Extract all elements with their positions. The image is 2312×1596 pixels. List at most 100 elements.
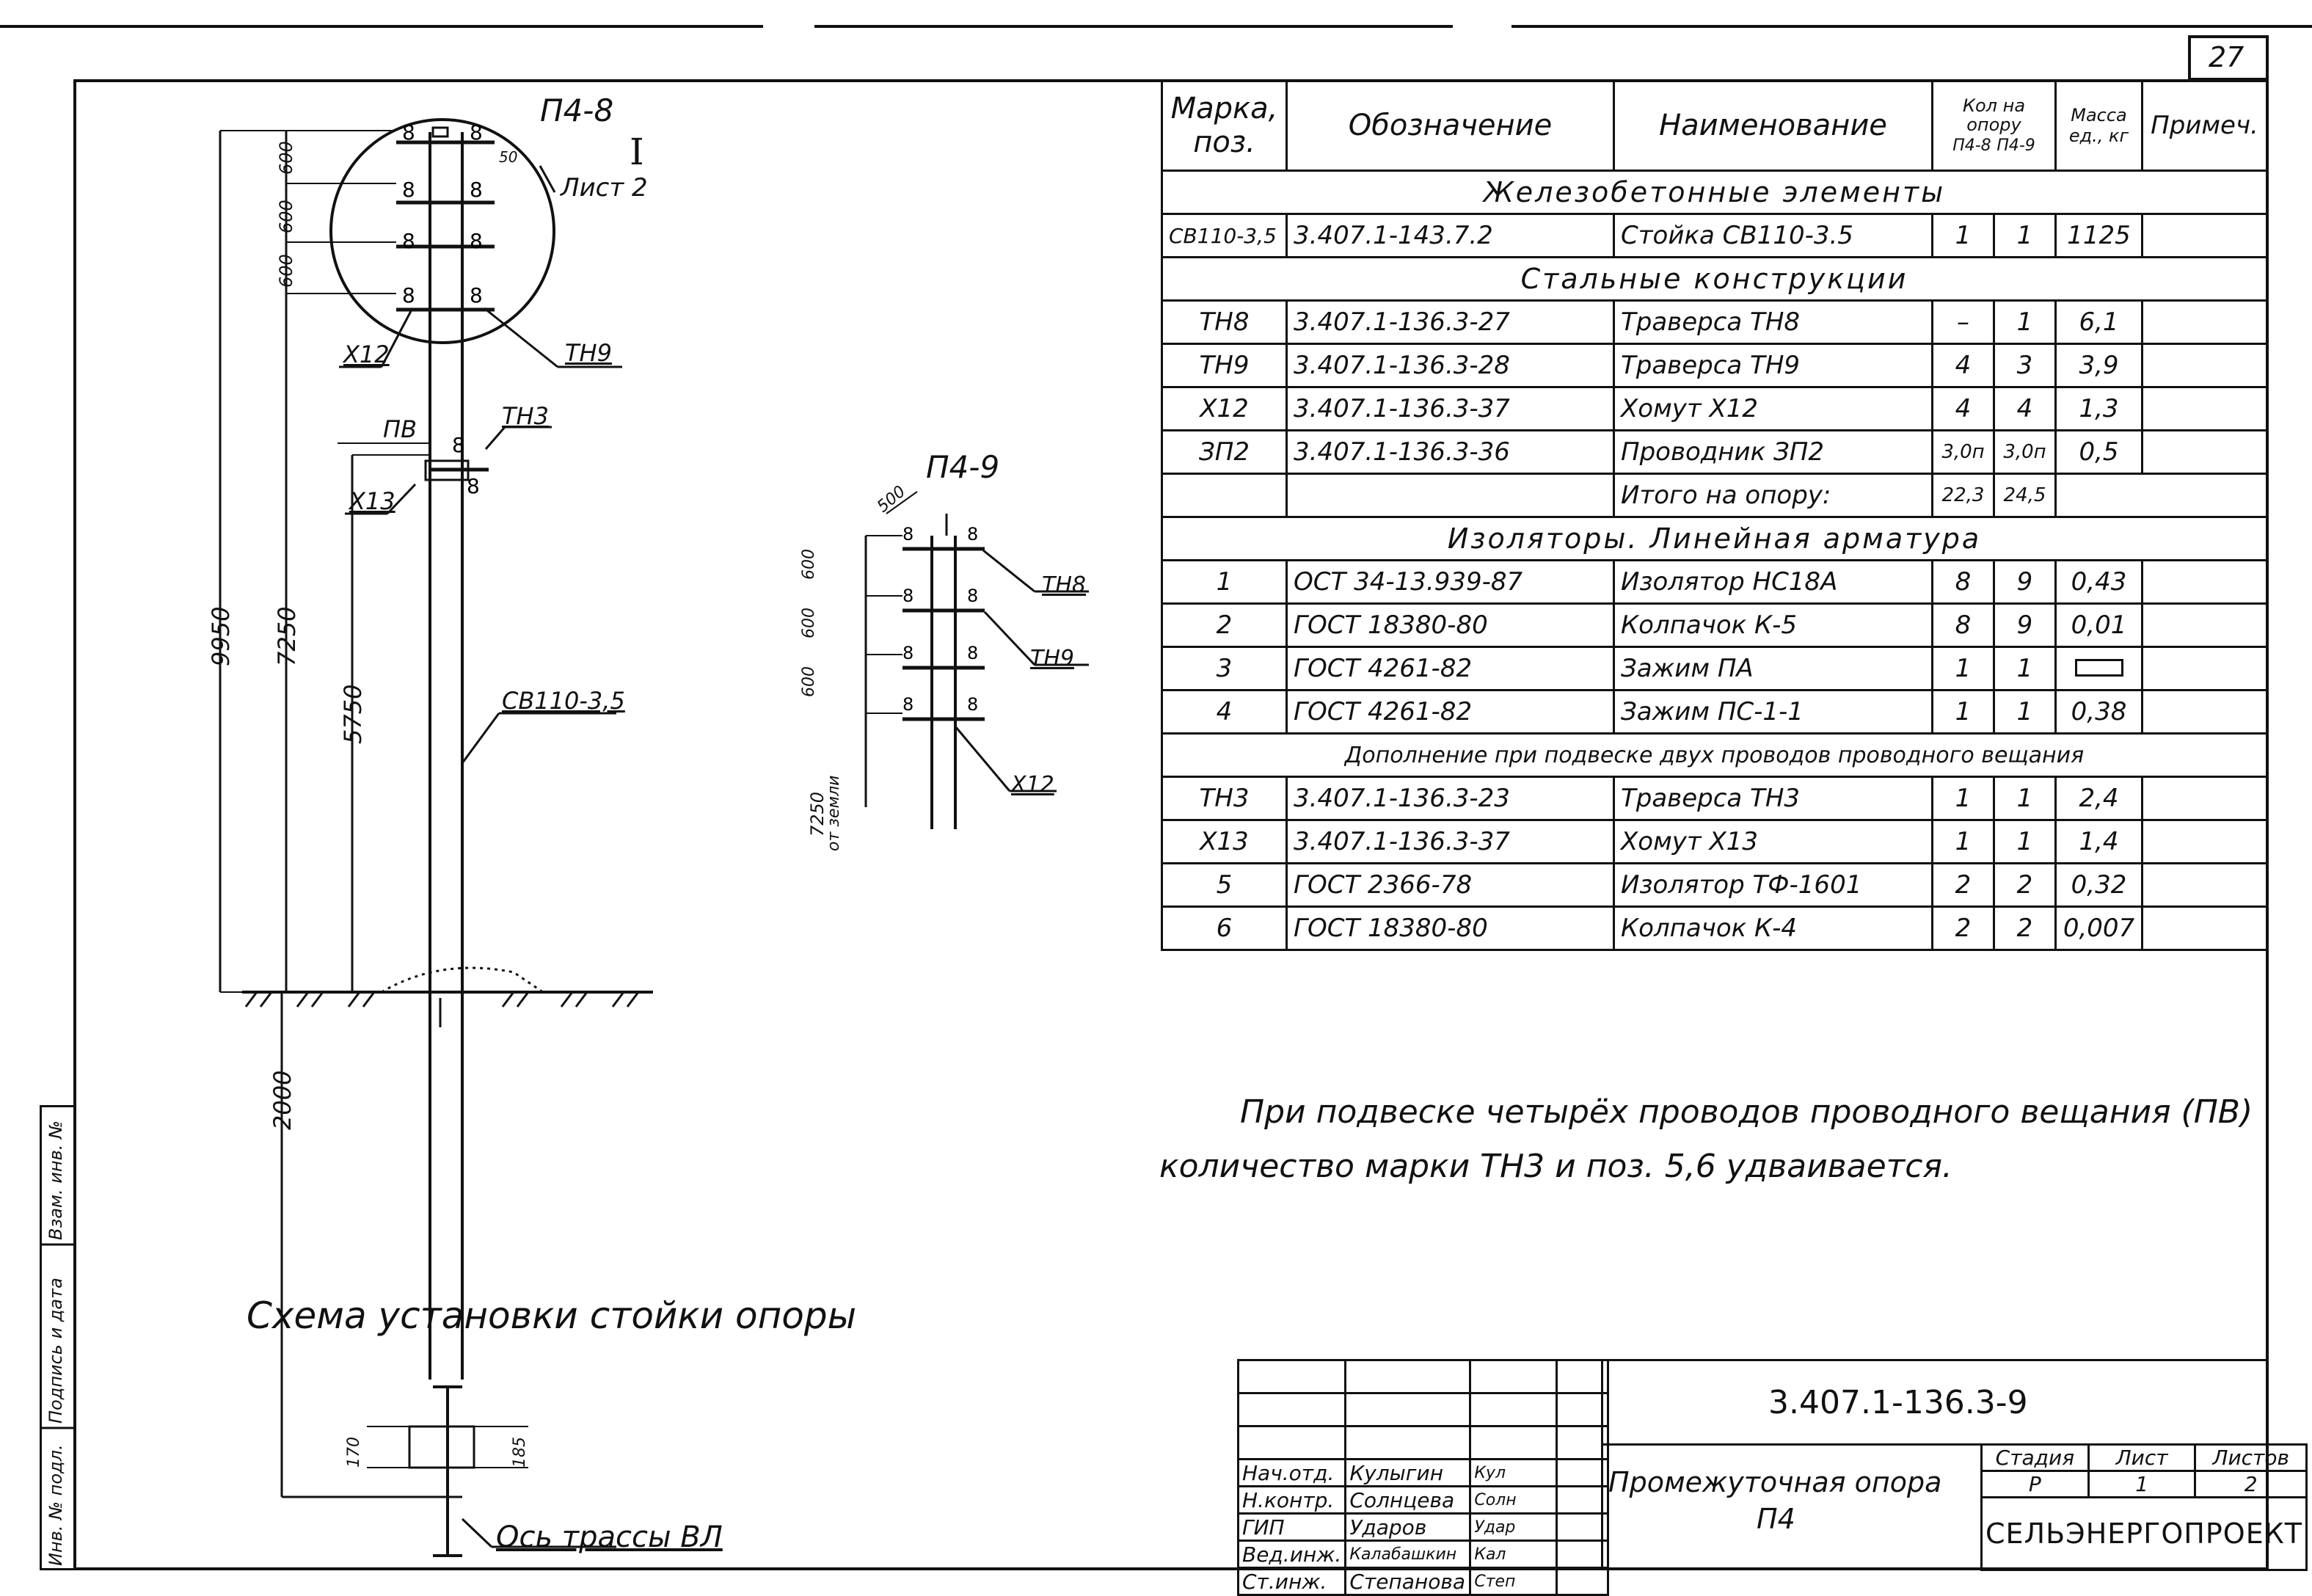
cell-qty-b: 3,0п: [1993, 429, 2057, 475]
cell-qty-b: 1: [1993, 299, 2057, 345]
cell-qty-b: 2: [1993, 906, 2057, 951]
pole-p4-8-title: П4-8: [540, 92, 614, 128]
cell-qty-a: 4: [1931, 386, 1995, 431]
table-row: Х13 3.407.1-136.3-37 Хомут Х13 1 1 1,4: [1161, 819, 2268, 864]
cell-note: [2141, 559, 2268, 605]
staff-row: Н.контр. Солнцева Солн: [1236, 1485, 1610, 1515]
cell-note: [2141, 386, 2268, 431]
cell-qty-a: –: [1931, 299, 1995, 345]
svg-text:8: 8: [470, 178, 483, 202]
scheme-title: Схема установки стойки опоры: [247, 1294, 857, 1337]
cell-designation: ГОСТ 2366-78: [1286, 862, 1615, 908]
dim-7250: 7250: [273, 606, 301, 666]
cell-mark: Х12: [1161, 386, 1288, 431]
cell-mass: 0,5: [2054, 429, 2143, 475]
section-row: Дополнение при подвеске двух проводов пр…: [1161, 732, 2268, 778]
sheet-title-line-2: П4: [1757, 1503, 1795, 1535]
detail-mark: I: [630, 131, 644, 173]
svg-text:8: 8: [470, 283, 483, 307]
cell-name: Хомут Х13: [1613, 819, 1933, 864]
cell-name: Траверса ТН3: [1613, 776, 1933, 821]
cell-mass: 0,01: [2054, 602, 2143, 648]
cell-mark: 2: [1161, 602, 1288, 648]
cell-note: [2141, 299, 2268, 345]
cell-note: [2141, 689, 2268, 735]
organization: СЕЛЬЭНЕРГОПРОЕКТ: [1980, 1496, 2308, 1571]
cell-note: [2141, 819, 2268, 864]
cell-note: [2141, 776, 2268, 821]
table-row: ТН8 3.407.1-136.3-27 Траверса ТН8 – 1 6,…: [1161, 299, 2268, 345]
dim-600-b: 600: [276, 200, 296, 233]
svg-text:8: 8: [902, 694, 914, 715]
cell-name: Изолятор НС18А: [1613, 559, 1933, 605]
cell-note: [2141, 602, 2268, 648]
cell-qty-a: 1: [1931, 819, 1995, 864]
cell-designation: 3.407.1-143.7.2: [1286, 213, 1615, 258]
note-line-1: При подвеске четырёх проводов проводного…: [1240, 1093, 2253, 1131]
total-qty-b: 24,5: [1993, 473, 2057, 518]
staff-signature: Кал: [1469, 1539, 1558, 1569]
dim-9950: 9950: [207, 606, 235, 666]
pole-p4-9-title: П4-9: [926, 449, 1000, 485]
stage-table: Стадия Лист Листов Р 1 2 СЕЛЬЭНЕРГОПРОЕК…: [1980, 1443, 2308, 1571]
cell-designation: 3.407.1-136.3-27: [1286, 299, 1615, 345]
sheet-title-line-1: Промежуточная опора: [1608, 1466, 1942, 1498]
cell-designation: 3.407.1-136.3-36: [1286, 429, 1615, 475]
staff-name: Кулыгин: [1344, 1458, 1472, 1487]
cell-qty-a: 4: [1931, 343, 1995, 388]
cell-qty-b: 9: [1993, 559, 2057, 605]
trace-axis-drawing: [367, 1385, 616, 1557]
svg-text:8: 8: [967, 694, 978, 715]
header-name: Наименование: [1613, 79, 1933, 172]
title-block-staff: Нач.отд. Кулыгин Кул Н.контр. Солнцева С…: [1236, 1359, 1610, 1596]
svg-text:8: 8: [452, 433, 465, 457]
cell-note: [2141, 646, 2268, 691]
cell-name: Хомут Х12: [1613, 386, 1933, 431]
sheets-value: 2: [2194, 1470, 2308, 1498]
pole-p4-8-drawing: 8 8 8 8 8 8 8 8 8 8: [219, 118, 653, 1498]
svg-text:8: 8: [967, 586, 978, 606]
trace-dim-185: 185: [511, 1437, 529, 1468]
cell-mark: Х13: [1161, 819, 1288, 864]
table-row: 5 ГОСТ 2366-78 Изолятор ТФ-1601 2 2 0,32: [1161, 862, 2268, 908]
total-label: Итого на опору:: [1613, 473, 1933, 518]
cell-designation: 3.407.1-136.3-28: [1286, 343, 1615, 388]
cell-qty-b: 1: [1993, 776, 2057, 821]
label-x12-right: Х12: [1011, 772, 1054, 798]
cell-qty-b: 9: [1993, 602, 2057, 648]
cell-note: [2141, 906, 2268, 951]
staff-row: ГИП Ударов Удар: [1236, 1512, 1610, 1542]
cell-designation: ГОСТ 18380-80: [1286, 906, 1615, 951]
note-line-2: количество марки ТН3 и поз. 5,6 удваивае…: [1159, 1148, 1952, 1185]
svg-text:8: 8: [470, 120, 483, 145]
cell-qty-a: 8: [1931, 559, 1995, 605]
dim-50: 50: [499, 148, 518, 166]
stage-label: Стадия: [1980, 1443, 2090, 1472]
cell-name: Зажим ПС-1-1: [1613, 689, 1933, 735]
cell-note: [2141, 429, 2268, 475]
cell-mass: 6,1: [2054, 299, 2143, 345]
table-row: 6 ГОСТ 18380-80 Колпачок К-4 2 2 0,007: [1161, 906, 2268, 951]
staff-signature: Солн: [1469, 1485, 1558, 1515]
cell-name: Изолятор ТФ-1601: [1613, 862, 1933, 908]
trace-axis-label: Ось трассы ВЛ: [496, 1520, 723, 1554]
cell-name: Колпачок К-4: [1613, 906, 1933, 951]
sheets-label: Листов: [2194, 1443, 2308, 1472]
cell-qty-a: 1: [1931, 689, 1995, 735]
staff-name: Степанова: [1344, 1567, 1472, 1596]
table-row: ЗП2 3.407.1-136.3-36 Проводник ЗП2 3,0п …: [1161, 429, 2268, 475]
section-title: Изоляторы. Линейная арматура: [1161, 516, 2268, 561]
cell-qty-b: 1: [1993, 689, 2057, 735]
mass-placeholder-box: [2074, 659, 2123, 677]
svg-text:8: 8: [402, 229, 415, 253]
cell-qty-b: 1: [1993, 646, 2057, 691]
staff-role: Вед.инж.: [1236, 1539, 1347, 1569]
cell-mark: 1: [1161, 559, 1288, 605]
svg-text:8: 8: [467, 474, 480, 498]
cell-mass: 3,9: [2054, 343, 2143, 388]
svg-text:8: 8: [967, 524, 978, 544]
cell-note: [2141, 343, 2268, 388]
cell-designation: ОСТ 34-13.939-87: [1286, 559, 1615, 605]
cell-qty-b: 1: [1993, 819, 2057, 864]
label-pv: ПВ: [383, 415, 417, 443]
